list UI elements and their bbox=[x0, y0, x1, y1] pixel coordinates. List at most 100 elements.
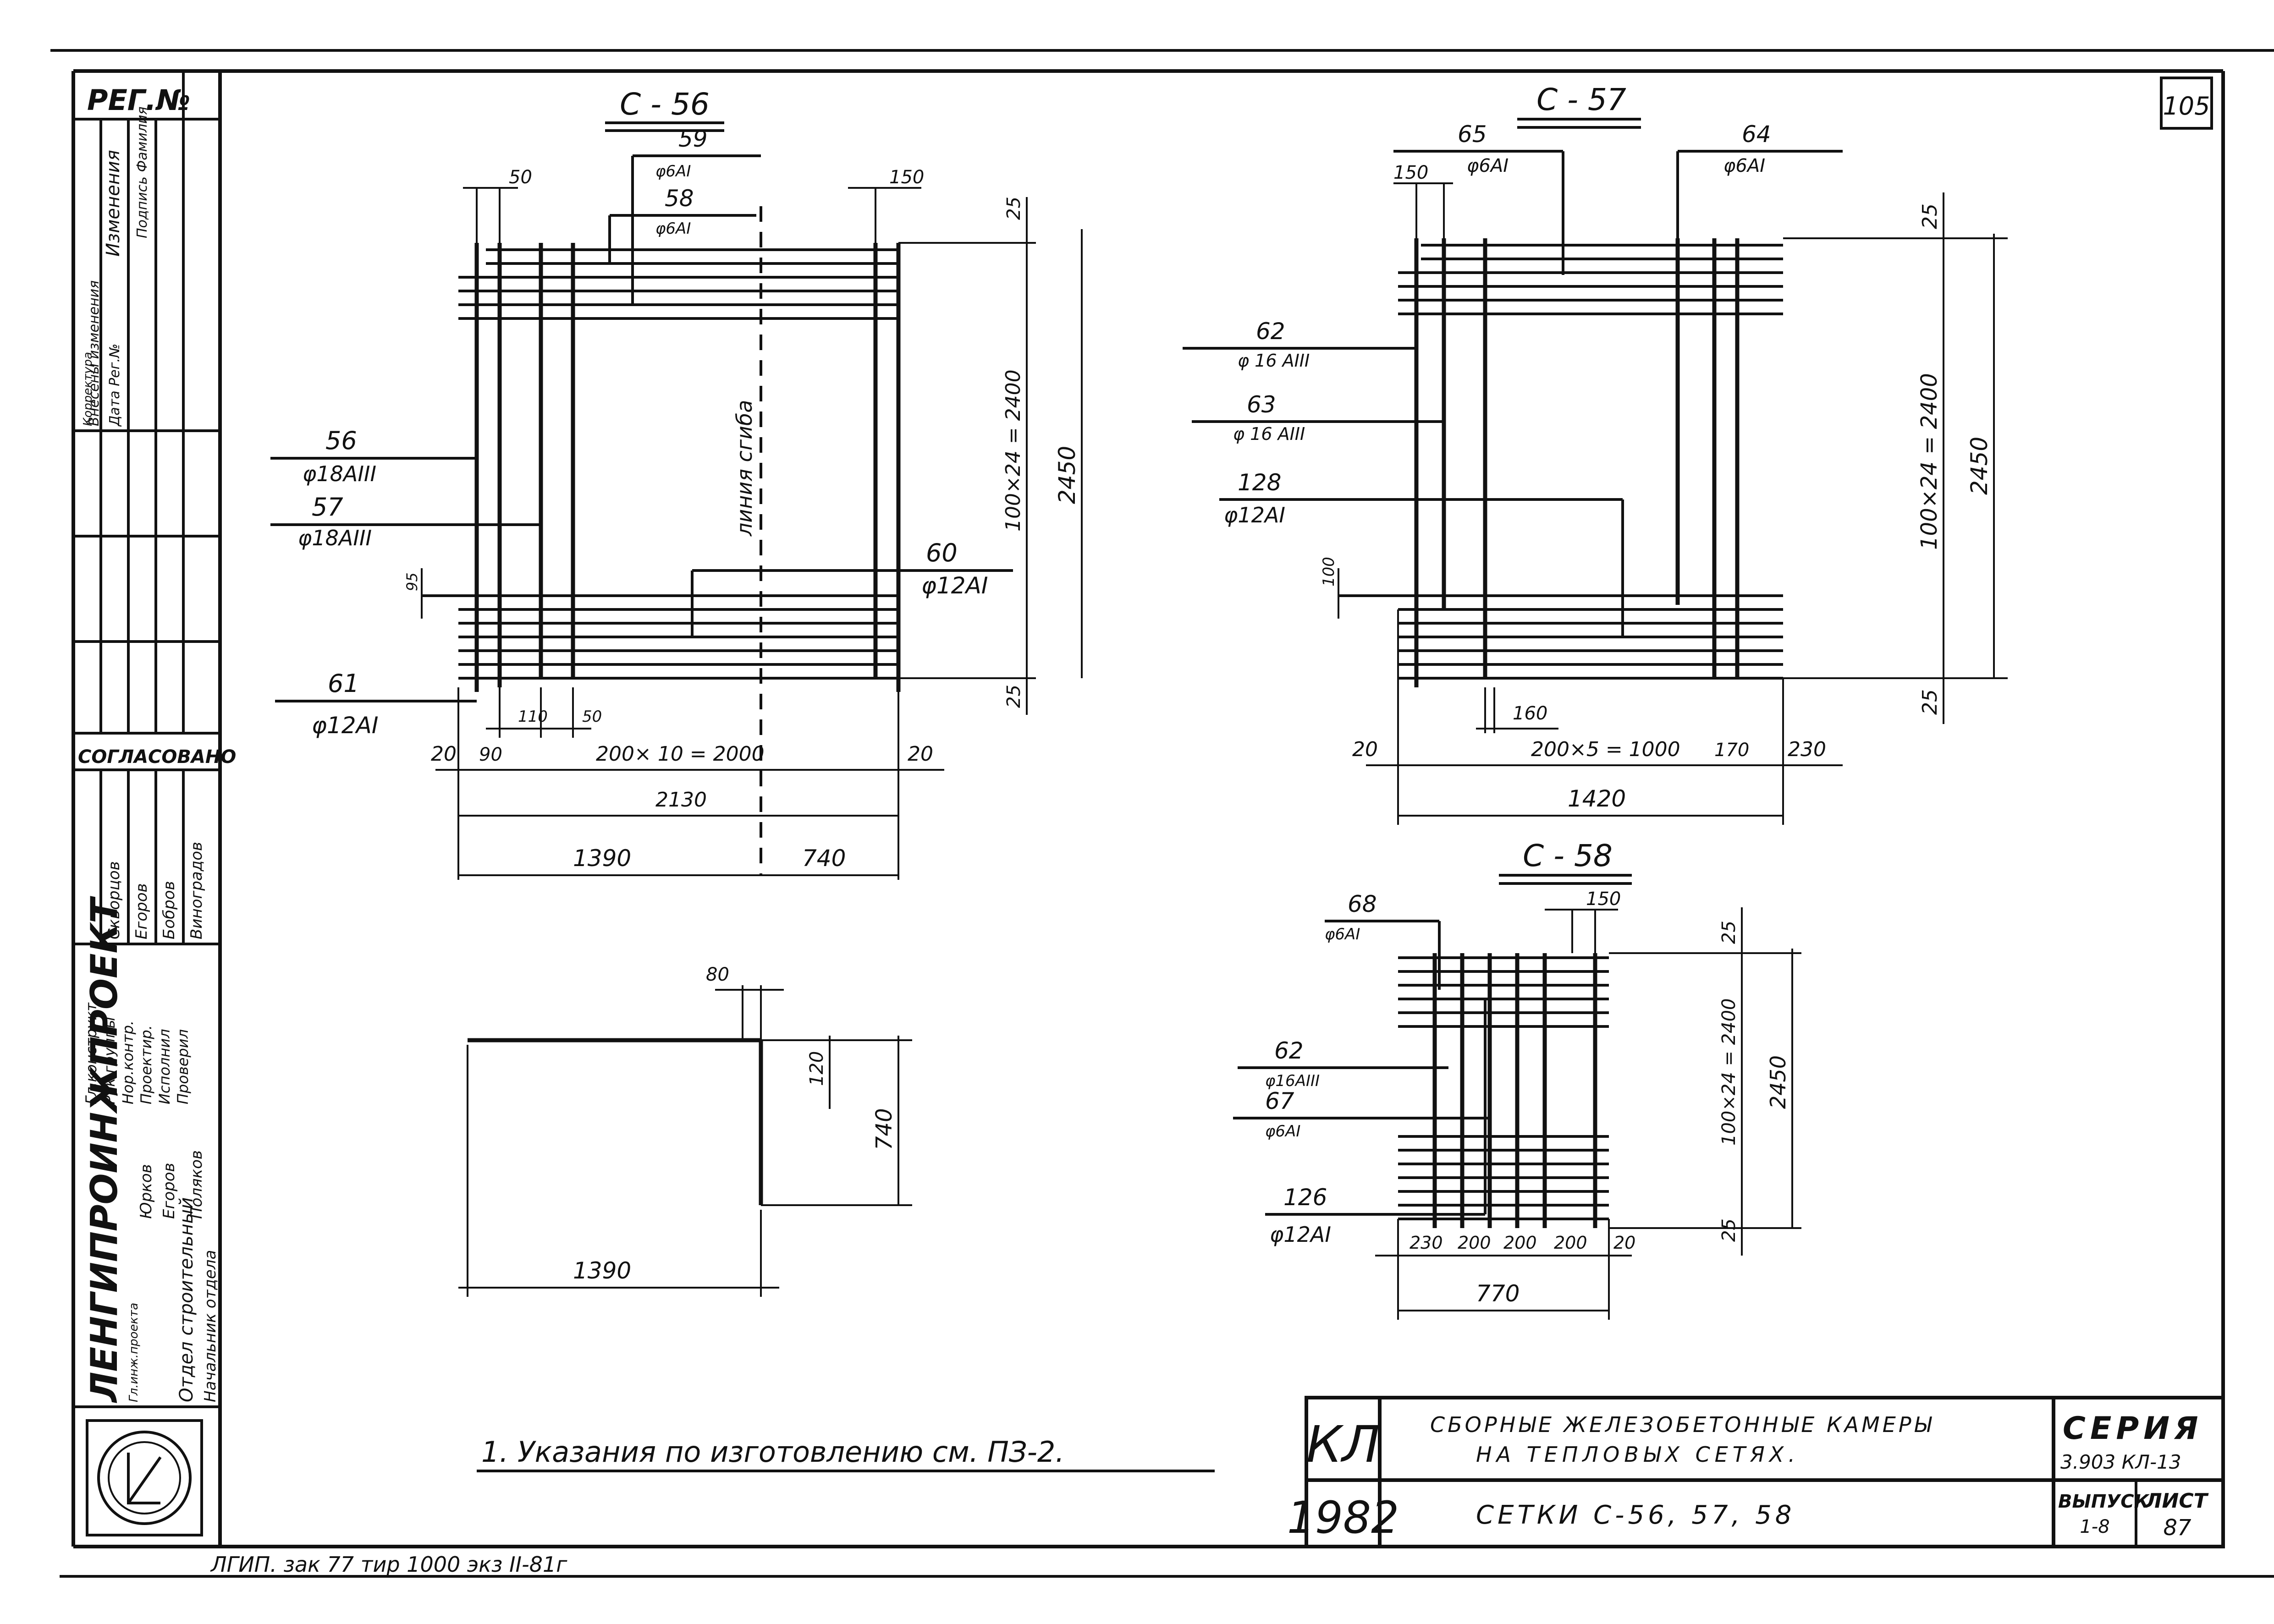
c56-dim-50-top: 50 bbox=[509, 167, 532, 188]
c58-callout-68-num: 68 bbox=[1348, 891, 1377, 917]
c58-callout-126-num: 126 bbox=[1283, 1184, 1327, 1211]
c56-dim-2450: 2450 bbox=[1054, 446, 1080, 504]
c58-callout-62-spec: φ16АIII bbox=[1265, 1072, 1320, 1090]
c56-title: С - 56 bbox=[620, 87, 710, 122]
title-name-1: СБОРНЫЕ ЖЕЛЕЗОБЕТОННЫЕ КАМЕРЫ bbox=[1430, 1412, 1934, 1437]
agreed-label: СОГЛАСОВАНО bbox=[78, 746, 236, 768]
sheet-number-box: 105 bbox=[2160, 77, 2213, 130]
person-3: Поляков bbox=[187, 1150, 206, 1219]
title-block: КЛ 1982 СБОРНЫЕ ЖЕЛЕЗОБЕТОННЫЕ КАМЕРЫ НА… bbox=[1287, 1396, 2225, 1548]
c58-dim-200a: 200 bbox=[1458, 1233, 1491, 1253]
c56-callout-57-spec: φ18АIII bbox=[298, 526, 372, 550]
drawing-c58: С - 58 68 φ6АI 62 φ16АIII 67 φ6АI 126 bbox=[1233, 838, 1801, 1320]
c56-dim-20-right: 20 bbox=[908, 742, 933, 766]
c57-dim-170: 170 bbox=[1714, 740, 1749, 761]
c56-bend-line: линия сгиба bbox=[732, 400, 757, 537]
org-name: ЛЕНГИПРОИНЖПРОЕКТ bbox=[83, 896, 126, 1403]
c56-dim-50: 50 bbox=[582, 708, 602, 726]
c56-dim-25-bot: 25 bbox=[1003, 685, 1024, 708]
c58-dim-150: 150 bbox=[1586, 889, 1621, 910]
c57-dim-150: 150 bbox=[1393, 162, 1428, 183]
changes-sign-header: Подпись Фамилия bbox=[134, 106, 150, 238]
c57-dim-20: 20 bbox=[1352, 738, 1378, 761]
c56-dim-20-left: 20 bbox=[431, 742, 457, 766]
c58-dim-25-top: 25 bbox=[1718, 921, 1740, 944]
c57-title: С - 57 bbox=[1536, 82, 1626, 117]
bent-dim-120: 120 bbox=[806, 1051, 827, 1086]
c57-callout-65-num: 65 bbox=[1458, 121, 1487, 148]
c56-callout-56-spec: φ18АIII bbox=[303, 461, 376, 486]
agreed-name-4: Виноградов bbox=[187, 842, 206, 939]
agreed-name-1: Скворцов bbox=[105, 861, 123, 939]
c56-dim-span: 200× 10 = 2000 bbox=[596, 742, 765, 766]
list-value: 87 bbox=[2163, 1515, 2191, 1541]
role-6: Проверил bbox=[174, 1029, 192, 1104]
dept-2: Гл.инж.проекта bbox=[127, 1303, 141, 1402]
c56-dim-150-top: 150 bbox=[889, 167, 924, 188]
c56-dim-1390: 1390 bbox=[573, 845, 631, 872]
c58-dim-200b: 200 bbox=[1503, 1233, 1537, 1253]
title-code: КЛ bbox=[1306, 1415, 1380, 1474]
title-sheet-name: СЕТКИ С-56, 57, 58 bbox=[1476, 1500, 1795, 1530]
list-label: ЛИСТ bbox=[2144, 1489, 2209, 1513]
role-3: Нор.контр. bbox=[119, 1020, 137, 1104]
bent-dim-1390: 1390 bbox=[573, 1257, 631, 1284]
c57-dim-25-top: 25 bbox=[1918, 203, 1942, 229]
agreed-name-3: Бобров bbox=[160, 881, 178, 939]
drawing-c57: С - 57 65 φ6АI 64 φ6АI 62 φ 16 bbox=[1183, 82, 2008, 825]
c57-callout-64-num: 64 bbox=[1742, 121, 1771, 148]
c57-callout-62-spec: φ 16 АIII bbox=[1238, 351, 1310, 371]
reg-label: РЕГ.№ bbox=[87, 83, 190, 117]
c57-callout-63-spec: φ 16 АIII bbox=[1233, 424, 1305, 444]
c56-callout-59-spec: φ6АI bbox=[655, 162, 691, 181]
c58-dim-770: 770 bbox=[1476, 1280, 1520, 1307]
series-value: 3.903 КЛ-13 bbox=[2060, 1451, 2181, 1473]
c56-callout-56-num: 56 bbox=[325, 426, 357, 455]
correction-header: Корректура bbox=[81, 352, 95, 426]
c57-dim-160: 160 bbox=[1513, 703, 1547, 724]
c57-callout-63-num: 63 bbox=[1247, 391, 1276, 418]
title-name-2: НА ТЕПЛОВЫХ СЕТЯХ. bbox=[1476, 1442, 1800, 1467]
org-logo bbox=[86, 1419, 203, 1536]
title-year: 1982 bbox=[1287, 1492, 1399, 1543]
c58-title: С - 58 bbox=[1523, 838, 1613, 873]
footer-print-info: ЛГИП. зак 77 тир 1000 экз II-81г bbox=[210, 1552, 567, 1577]
c56-callout-61-spec: φ12АI bbox=[312, 712, 379, 739]
c56-callout-61-num: 61 bbox=[328, 669, 359, 698]
person-2: Егоров bbox=[160, 1163, 178, 1219]
c58-dim-grid: 100×24 = 2400 bbox=[1718, 998, 1740, 1146]
c58-dim-20: 20 bbox=[1613, 1233, 1635, 1253]
c57-dim-grid: 100×24 = 2400 bbox=[1916, 373, 1942, 550]
c56-dim-25-top: 25 bbox=[1003, 197, 1024, 220]
c57-dim-25-bot: 25 bbox=[1918, 689, 1942, 715]
c57-dim-2450: 2450 bbox=[1966, 437, 1993, 495]
role-1: Гл.конструкт. bbox=[83, 998, 100, 1104]
c56-dim-grid: 100×24 = 2400 bbox=[1002, 369, 1025, 532]
c56-callout-58-spec: φ6АI bbox=[655, 219, 691, 238]
dept-1: Начальник отдела bbox=[201, 1250, 220, 1402]
c57-callout-62-num: 62 bbox=[1256, 318, 1285, 345]
fabrication-note: 1. Указания по изготовлению см. ПЗ-2. bbox=[481, 1435, 1064, 1469]
c56-dim-2130: 2130 bbox=[655, 788, 707, 812]
c58-dim-200c: 200 bbox=[1554, 1233, 1587, 1253]
bent-view: 80 120 740 1390 bbox=[458, 964, 912, 1297]
c56-callout-60-num: 60 bbox=[926, 538, 958, 567]
c58-dim-25-bot: 25 bbox=[1718, 1218, 1740, 1242]
c58-callout-126-spec: φ12АI bbox=[1270, 1222, 1331, 1247]
sheet-frame bbox=[50, 49, 2274, 1578]
c58-dim-2450: 2450 bbox=[1766, 1055, 1790, 1109]
c56-dim-740: 740 bbox=[802, 845, 846, 872]
c58-callout-68-spec: φ6АI bbox=[1325, 925, 1360, 944]
c58-callout-62-num: 62 bbox=[1274, 1037, 1304, 1064]
c56-callout-60-spec: φ12АI bbox=[921, 572, 988, 599]
c56-dim-110: 110 bbox=[518, 708, 548, 726]
bent-dim-740: 740 bbox=[871, 1108, 897, 1150]
role-2: Рук.группы bbox=[101, 1017, 118, 1104]
role-4: Проектир. bbox=[138, 1025, 155, 1104]
issue-value: 1-8 bbox=[2080, 1516, 2109, 1537]
drawing-c56: С - 56 линия сгиба bbox=[270, 87, 1083, 880]
c57-callout-128-num: 128 bbox=[1238, 469, 1281, 496]
side-table: РЕГ.№ Изменения Подпись Фамилия Дата Рег… bbox=[73, 71, 236, 1536]
changes-made-header: Внесены изменения bbox=[86, 280, 102, 426]
